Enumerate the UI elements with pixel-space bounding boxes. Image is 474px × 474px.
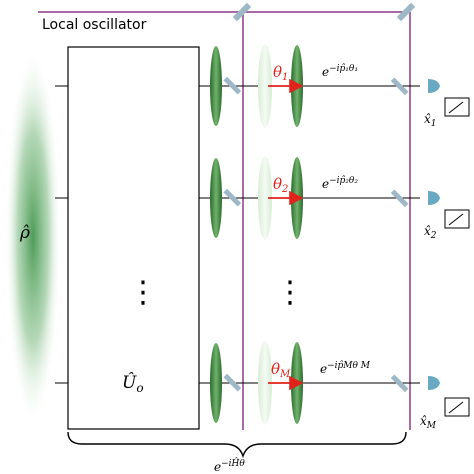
theta-1: θ1 [273, 63, 288, 83]
beamsplitter-Ma [223, 373, 242, 392]
channel-2: θ2 e−ip̂₂θ₂ x̂2 [199, 156, 470, 241]
box-dots: ⋮ [128, 275, 158, 310]
unitary-label: Ûo [122, 372, 144, 395]
beamsplitter-1a [223, 76, 242, 95]
x-label-1: x̂1 [424, 112, 437, 129]
lens-1a [210, 46, 222, 126]
phase-op-M: e−ip̂Mθ M [320, 360, 371, 376]
overall-op-label: e−iĤθ [214, 457, 245, 474]
overall-brace: e−iĤθ [67, 431, 407, 474]
beamsplitter-1b [390, 77, 409, 96]
middle-dots: ⋮ [275, 275, 305, 310]
x-label-2: x̂2 [424, 224, 437, 241]
local-oscillator: Local oscillator [38, 2, 416, 430]
theta-M: θM [271, 360, 291, 380]
beamsplitter-2b [390, 189, 409, 208]
detector-M [428, 376, 440, 390]
lo-beamsplitter-1 [232, 2, 252, 22]
rho-label: ρ̂ [19, 223, 30, 243]
x-label-M: x̂M [420, 414, 437, 431]
lens-Mb [258, 341, 272, 425]
lo-beamsplitter-2 [396, 2, 416, 22]
detector-2 [428, 191, 440, 205]
unitary-box: Ûo ⋮ [67, 46, 200, 430]
lens-1b [258, 44, 272, 128]
lens-2a [210, 158, 222, 238]
input-state: ρ̂ [5, 47, 61, 427]
lens-Ma [210, 343, 222, 423]
theta-2: θ2 [273, 175, 288, 195]
state-blob [5, 47, 61, 427]
lens-2b [258, 156, 272, 240]
phase-op-1: e−ip̂₁θ₁ [322, 63, 358, 79]
channel-1: θ1 e−ip̂₁θ₁ x̂1 [199, 44, 470, 129]
beamsplitter-2a [223, 188, 242, 207]
detector-1 [428, 79, 440, 93]
beamsplitter-Mb [390, 374, 409, 393]
local-oscillator-label: Local oscillator [42, 17, 147, 33]
channel-M: θM e−ip̂Mθ M x̂M [199, 341, 470, 431]
phase-op-2: e−ip̂₂θ₂ [322, 175, 358, 191]
